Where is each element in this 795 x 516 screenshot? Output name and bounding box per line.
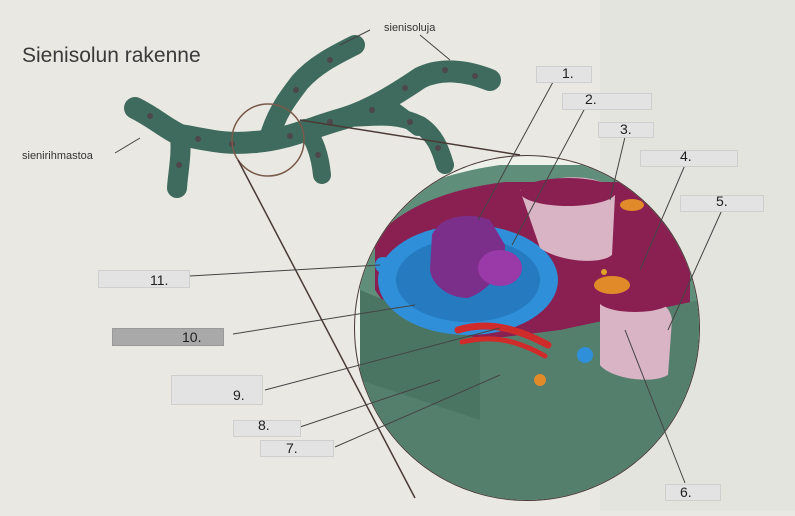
label-11: 11. — [150, 272, 169, 288]
caption-mycelium: sienirihmastoa — [22, 150, 93, 162]
label-6: 6. — [680, 484, 692, 500]
label-8: 8. — [258, 417, 270, 433]
leader-lines — [114, 29, 723, 484]
label-1: 1. — [562, 65, 574, 81]
label-2: 2. — [585, 91, 597, 107]
answer-box-9[interactable] — [171, 375, 263, 405]
diagram-title: Sienisolun rakenne — [22, 44, 201, 67]
hyphae-nuclei — [147, 57, 478, 168]
label-10: 10. — [182, 329, 202, 345]
label-7: 7. — [286, 440, 298, 456]
label-3: 3. — [620, 121, 632, 137]
answer-box-6[interactable] — [665, 484, 721, 501]
answer-box-10[interactable] — [112, 328, 224, 346]
cell-cutaway — [355, 156, 699, 500]
caption-hyphae: sienisoluja — [384, 22, 436, 34]
label-9: 9. — [233, 387, 245, 403]
answer-box-4[interactable] — [640, 150, 738, 167]
answer-box-3[interactable] — [598, 122, 654, 138]
label-4: 4. — [680, 148, 692, 164]
answer-box-11[interactable] — [98, 270, 190, 288]
answer-box-8[interactable] — [233, 420, 301, 437]
answer-box-2[interactable] — [562, 93, 652, 110]
answer-box-1[interactable] — [536, 66, 592, 83]
answer-box-7[interactable] — [260, 440, 334, 457]
answer-box-5[interactable] — [680, 195, 764, 212]
label-5: 5. — [716, 193, 728, 209]
